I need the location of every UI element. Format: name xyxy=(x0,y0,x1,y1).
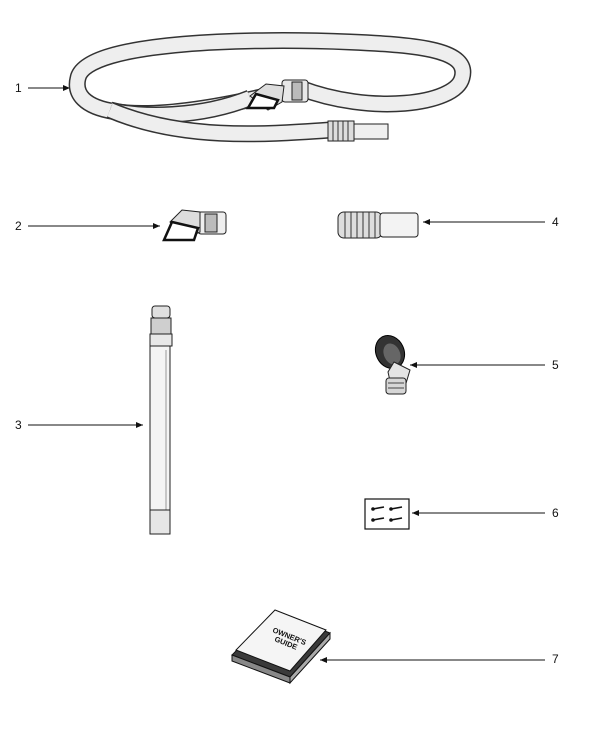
callout-1: 1 xyxy=(15,81,70,95)
callout-2: 2 xyxy=(15,219,160,233)
callout-number-6: 6 xyxy=(552,506,559,520)
callout-4: 4 xyxy=(423,215,559,229)
screw-card-illustration xyxy=(364,498,410,530)
owners-guide-illustration: OWNER'S GUIDE xyxy=(231,609,331,685)
callout-number-3: 3 xyxy=(15,418,22,432)
callout-7: 7 xyxy=(320,652,559,666)
callout-number-7: 7 xyxy=(552,652,559,666)
hose-illustration xyxy=(68,32,472,143)
callout-number-5: 5 xyxy=(552,358,559,372)
hose-connector-illustration xyxy=(337,211,419,239)
callout-number-1: 1 xyxy=(15,81,22,95)
callout-5: 5 xyxy=(410,358,559,372)
callout-number-4: 4 xyxy=(552,215,559,229)
callout-number-2: 2 xyxy=(15,219,22,233)
round-brush-illustration xyxy=(374,334,411,395)
callout-3: 3 xyxy=(15,418,143,432)
swivel-nozzle-illustration xyxy=(162,209,227,242)
callout-6: 6 xyxy=(412,506,559,520)
extension-wand-illustration xyxy=(149,305,173,535)
